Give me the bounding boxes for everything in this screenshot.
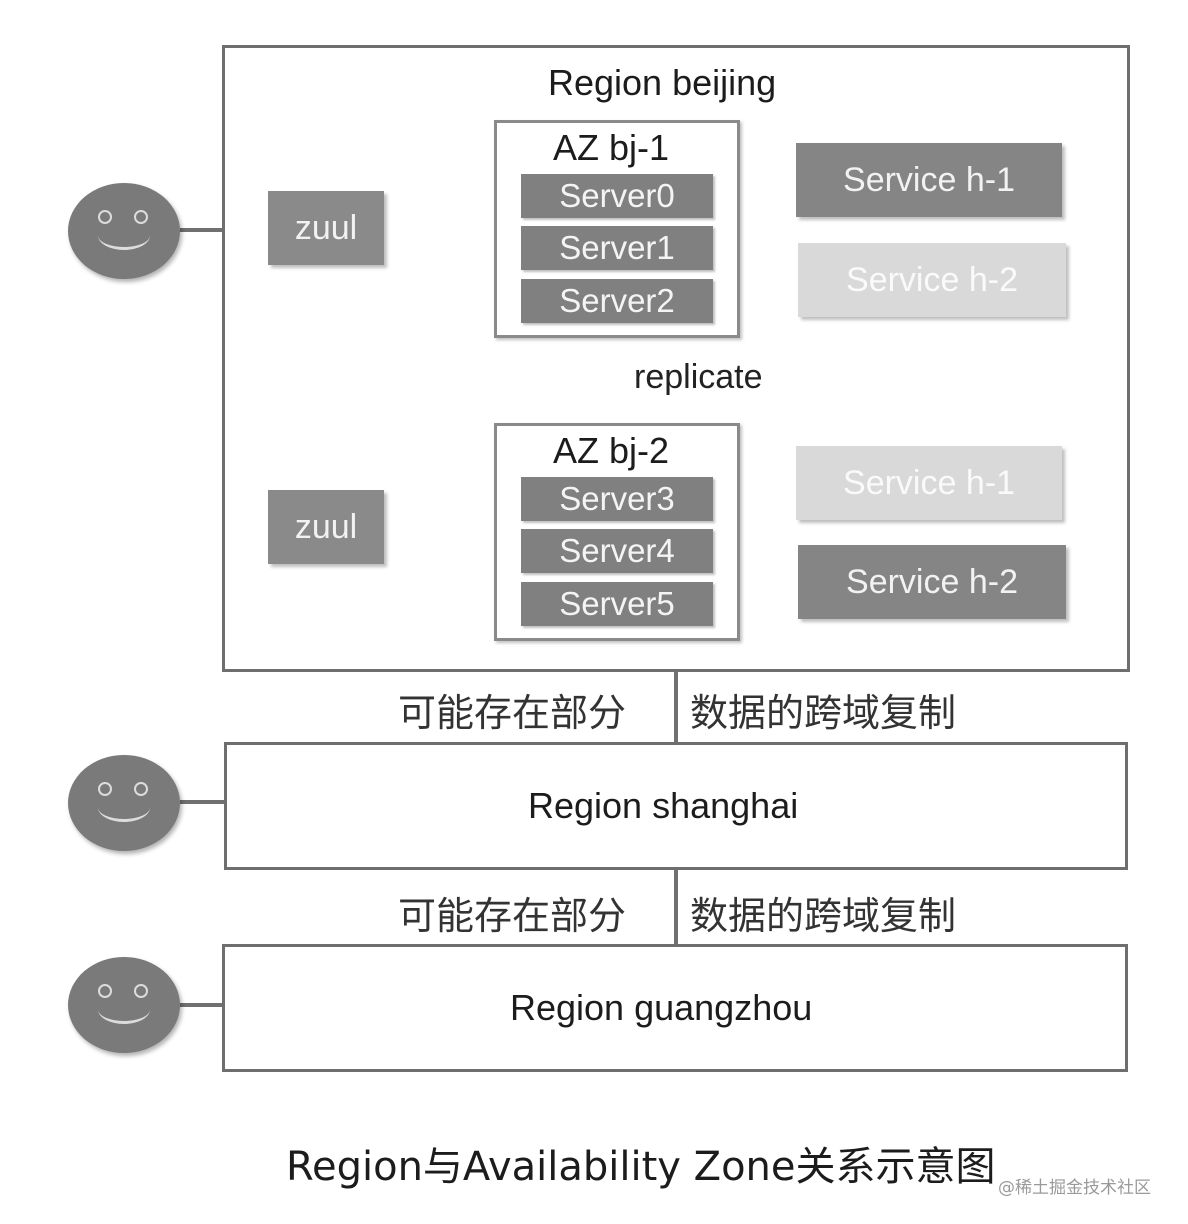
region-guangzhou-title: Region guangzhou	[510, 987, 813, 1028]
server-2: Server2	[521, 279, 713, 323]
server-1: Server1	[521, 226, 713, 270]
az2-service-h1: Service h-1	[796, 446, 1062, 520]
az1-service-h1: Service h-1	[796, 143, 1062, 217]
cross-region-label-right: 数据的跨域复制	[690, 894, 957, 938]
region-shanghai-title: Region shanghai	[528, 785, 799, 826]
az-bj-1-box: AZ bj-1 Server0 Server1 Server2	[494, 120, 740, 338]
server-5: Server5	[521, 582, 713, 626]
region-guangzhou-box	[222, 944, 1128, 1072]
zuul-az2: zuul	[268, 490, 384, 564]
cross-region-label-left: 可能存在部分	[398, 894, 627, 938]
az-bj-2-box: AZ bj-2 Server3 Server4 Server5	[494, 423, 740, 641]
az2-service-h2: Service h-2	[798, 545, 1066, 619]
cross-region-label-left: 可能存在部分	[398, 691, 627, 735]
az1-service-h2: Service h-2	[798, 243, 1066, 317]
az-bj-2-title: AZ bj-2	[553, 430, 670, 471]
server-0: Server0	[521, 174, 713, 218]
replicate-label: replicate	[634, 358, 763, 396]
zuul-az1: zuul	[268, 191, 384, 265]
user-smiley-icon	[68, 755, 180, 851]
server-4: Server4	[521, 529, 713, 573]
watermark: @稀土掘金技术社区	[998, 1178, 1151, 1198]
az-bj-1-title: AZ bj-1	[553, 127, 670, 168]
user-smiley-icon	[68, 957, 180, 1053]
region-shanghai-box	[224, 742, 1128, 870]
user-smiley-icon	[68, 183, 180, 279]
diagram-caption: Region与Availability Zone关系示意图	[286, 1144, 996, 1190]
server-3: Server3	[521, 477, 713, 521]
region-beijing-title: Region beijing	[548, 62, 777, 103]
cross-region-label-right: 数据的跨域复制	[690, 691, 957, 735]
